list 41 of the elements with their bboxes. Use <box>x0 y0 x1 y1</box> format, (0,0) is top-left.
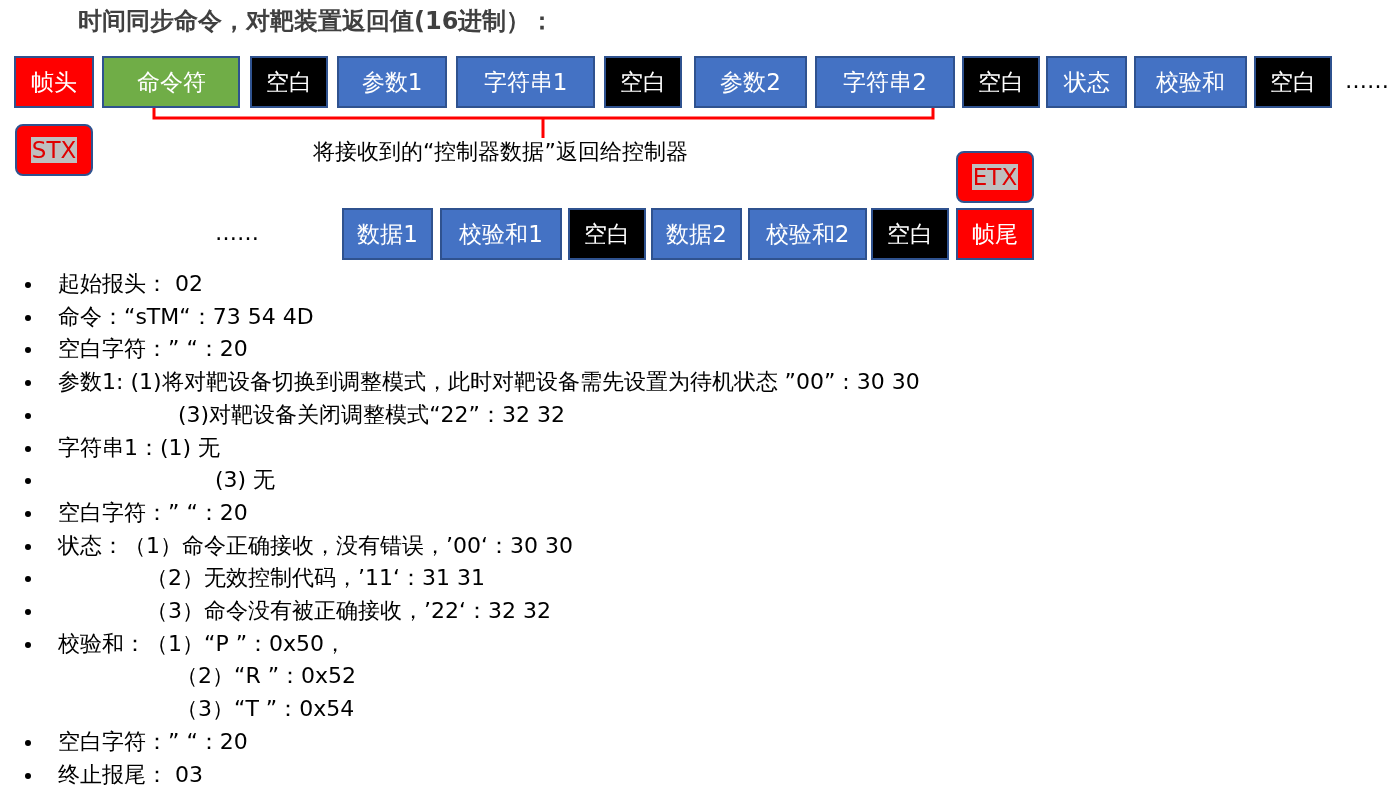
rounded-tag-box: STX <box>15 124 93 176</box>
frame-field-box: 字符串1 <box>456 56 595 108</box>
frame-field-box: 空白 <box>604 56 682 108</box>
list-item: 命令：“sTM“：73 54 4D <box>58 302 314 331</box>
list-item: (3)对靶设备关闭调整模式“22”：32 32 <box>178 400 565 429</box>
rounded-tag-box: ETX <box>956 151 1034 203</box>
list-item: 校验和：（1）“P ”：0x50， <box>58 629 347 658</box>
frame-field-box: 数据2 <box>651 208 742 260</box>
frame-field-box: 校验和2 <box>748 208 867 260</box>
frame-field-box: 参数2 <box>694 56 807 108</box>
frame-field-box: 参数1 <box>337 56 447 108</box>
frame-field-box: 数据1 <box>342 208 433 260</box>
frame-field-box: 空白 <box>568 208 646 260</box>
list-item: （3）命令没有被正确接收，’22‘：32 32 <box>146 597 551 625</box>
list-item: 空白字符：” “：20 <box>58 335 248 364</box>
frame-field-box: 校验和1 <box>440 208 562 260</box>
bracket-caption: 将接收到的“控制器数据”返回给控制器 <box>313 138 688 166</box>
list-item: （2）“R ”：0x52 <box>176 662 357 691</box>
list-item: 字符串1：(1) 无 <box>58 433 221 462</box>
frame-field-box: 空白 <box>871 208 949 260</box>
frame-field-box: 命令符 <box>102 56 240 108</box>
list-item: 空白字符：” “：20 <box>58 727 248 756</box>
frame-field-box: 空白 <box>250 56 328 108</box>
list-item: （2）无效控制代码，’11‘：31 31 <box>146 564 485 593</box>
list-item: 空白字符：” “：20 <box>58 498 248 527</box>
list-item: 状态：（1）命令正确接收，没有错误，’00‘：30 30 <box>58 531 573 560</box>
title: 时间同步命令，对靶装置返回值(16进制）： <box>78 6 555 36</box>
list-item: (3) 无 <box>215 466 276 495</box>
ellipsis: …… <box>1345 67 1389 95</box>
frame-field-box: 帧头 <box>14 56 94 108</box>
list-item: （3）“T ”：0x54 <box>176 695 355 724</box>
frame-field-box: 空白 <box>962 56 1040 108</box>
frame-field-box: 空白 <box>1254 56 1332 108</box>
ellipsis: …… <box>215 219 259 247</box>
list-item: 起始报头： 02 <box>58 270 203 298</box>
frame-field-box: 状态 <box>1046 56 1127 108</box>
list-item: 终止报尾： 03 <box>58 760 203 789</box>
frame-field-box: 校验和 <box>1134 56 1247 108</box>
frame-field-box: 帧尾 <box>956 208 1034 260</box>
frame-field-box: 字符串2 <box>815 56 955 108</box>
list-item: 参数1: (1)将对靶设备切换到调整模式，此时对靶设备需先设置为待机状态 ”00” : 30 30 <box>58 368 920 397</box>
